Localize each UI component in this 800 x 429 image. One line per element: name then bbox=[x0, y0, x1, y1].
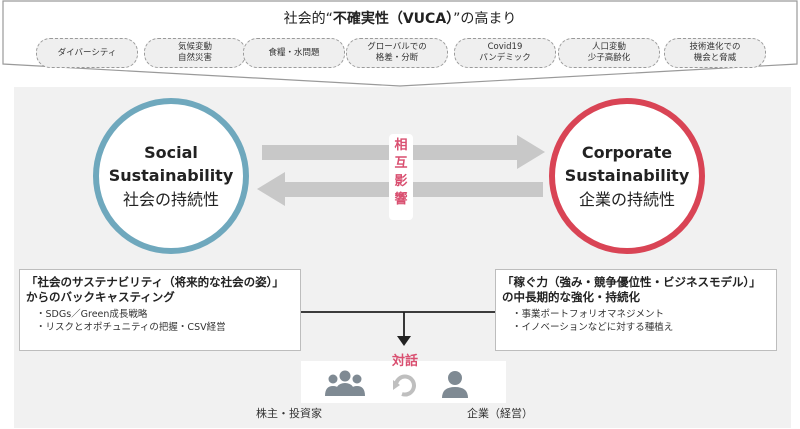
list-item: ・事業ポートフォリオマネジメント bbox=[512, 309, 665, 320]
social-title-line1: Social bbox=[144, 142, 198, 162]
factor-pill-population: 人口変動 少子高齢化 bbox=[558, 38, 660, 68]
corporate-sustainability-circle: Corporate Sustainability 企業の持続性 bbox=[549, 98, 705, 254]
connector-arrowhead bbox=[397, 336, 411, 346]
factor-pill-pandemic: Covid19 パンデミック bbox=[454, 38, 556, 68]
dialogue-label: 対話 bbox=[391, 354, 418, 369]
factor-pill-diversity: ダイバーシティ bbox=[36, 38, 138, 68]
list-item: ・リスクとオポチュニティの把握・CSV経営 bbox=[36, 322, 226, 333]
company-caption: 企業（経営） bbox=[467, 407, 533, 420]
social-title-line2: Sustainability bbox=[108, 165, 234, 185]
banner-title-emphasis: 不確実性（VUCA） bbox=[332, 11, 454, 27]
cycle-icon bbox=[393, 374, 416, 397]
shareholders-group-icon bbox=[325, 370, 365, 396]
mutual-char-2: 互 bbox=[394, 156, 408, 171]
mutual-char-4: 響 bbox=[394, 192, 408, 207]
earning-power-list: ・事業ポートフォリオマネジメント ・イノベーションなどに対する種植え bbox=[502, 308, 770, 334]
factor-pill-climate: 気候変動 自然災害 bbox=[144, 38, 246, 68]
mutual-char-1: 相 bbox=[394, 138, 408, 153]
backcasting-list: ・SDGs／Green成長戦略 ・リスクとオポチュニティの把握・CSV経営 bbox=[26, 308, 294, 334]
corporate-title-line2: Sustainability bbox=[564, 165, 690, 185]
banner-title-suffix: ”の高まり bbox=[453, 11, 517, 27]
factor-pill-technology: 技術進化での 機会と脅威 bbox=[664, 38, 766, 68]
mutual-char-3: 影 bbox=[394, 174, 408, 189]
company-person-icon bbox=[442, 371, 468, 398]
factor-pill-global-gap: グローバルでの 格差・分断 bbox=[346, 38, 448, 68]
earning-power-box: 「稼ぐ力（強み・競争優位性・ビジネスモデル）」の中長期的な強化・持続化 ・事業ポ… bbox=[495, 269, 777, 351]
social-title-ja: 社会の持続性 bbox=[122, 189, 219, 209]
social-sustainability-circle: Social Sustainability 社会の持続性 bbox=[93, 98, 249, 254]
list-item: ・イノベーションなどに対する種植え bbox=[512, 322, 674, 333]
mutual-influence-label: 相 互 影 響 bbox=[389, 134, 413, 220]
list-item: ・SDGs／Green成長戦略 bbox=[36, 309, 148, 320]
arrow-left bbox=[257, 172, 543, 206]
corporate-title-ja: 企業の持続性 bbox=[578, 189, 675, 209]
backcasting-box: 「社会のサステナビリティ（将来的な社会の姿）」からのバックキャスティング ・SD… bbox=[19, 269, 301, 351]
banner-title-prefix: 社会的“ bbox=[283, 11, 333, 27]
corporate-title-line1: Corporate bbox=[581, 142, 673, 162]
factor-pill-food-water: 食糧・水問題 bbox=[243, 38, 345, 68]
backcasting-heading: 「社会のサステナビリティ（将来的な社会の姿）」からのバックキャスティング bbox=[26, 275, 284, 304]
earning-power-heading: 「稼ぐ力（強み・競争優位性・ビジネスモデル）」の中長期的な強化・持続化 bbox=[502, 275, 761, 304]
shareholders-caption: 株主・投資家 bbox=[256, 407, 322, 420]
banner-title: 社会的“不確実性（VUCA）”の高まり bbox=[0, 8, 800, 28]
